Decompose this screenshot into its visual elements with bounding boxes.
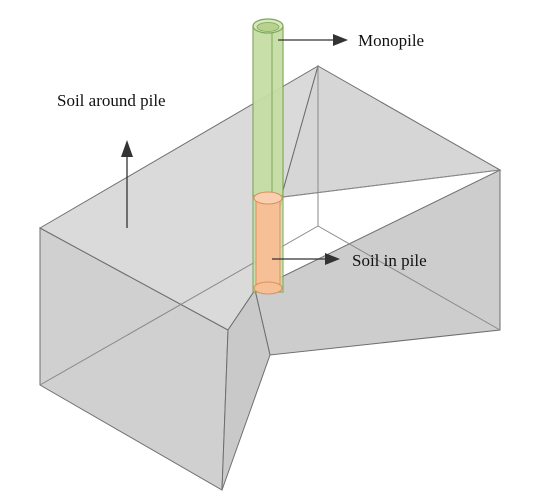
- soil-hidden-edge: [317, 225, 501, 331]
- soil-plug-body: [255, 197, 281, 289]
- label-soil-in-pile: Soil in pile: [352, 251, 427, 270]
- soil-notch-face: [221, 288, 271, 491]
- monopile-arrowhead: [333, 34, 348, 46]
- label-soil-around-pile: Soil around pile: [57, 91, 166, 110]
- monopile: [252, 18, 284, 197]
- monopile-top-opening: [256, 22, 280, 32]
- label-monopile: Monopile: [358, 31, 424, 50]
- soil-plug-bottom: [253, 281, 283, 295]
- arrows: [121, 34, 348, 265]
- soil-plug-top: [253, 191, 283, 205]
- soil-hidden-edge: [282, 169, 501, 198]
- soil-around-arrowhead: [121, 140, 133, 157]
- soil-in-pile: [252, 191, 284, 295]
- soil-in-pile-arrowhead: [325, 253, 340, 265]
- monopile-shaft: [252, 25, 284, 197]
